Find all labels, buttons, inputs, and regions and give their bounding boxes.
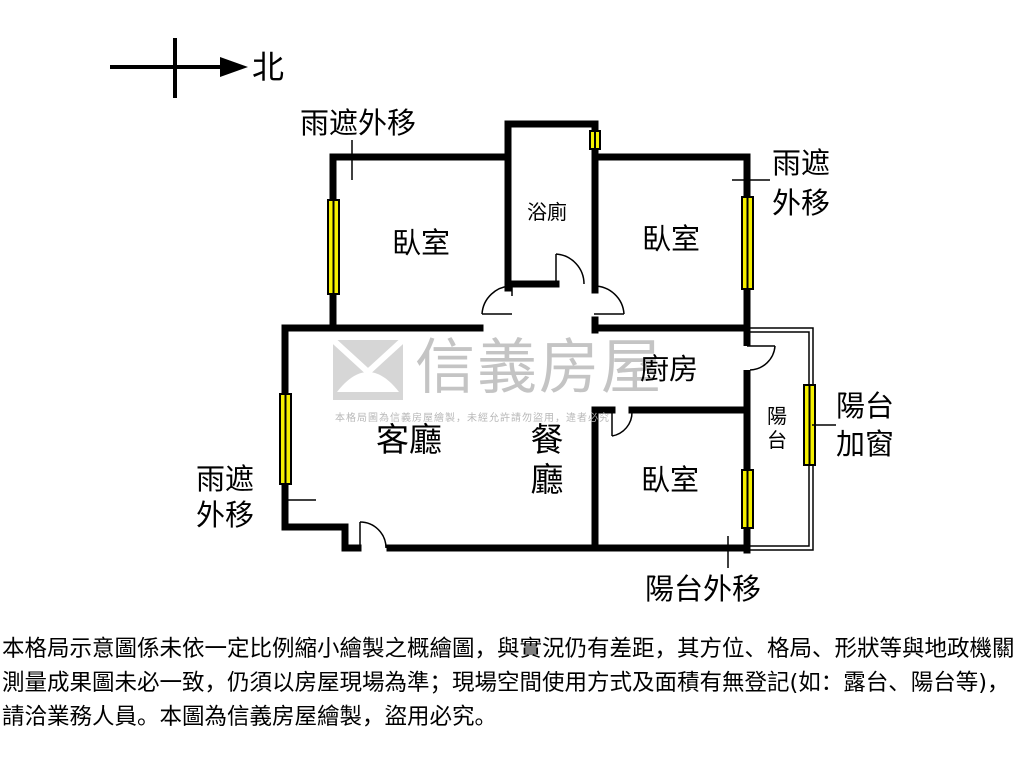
room-label-kitchen: 廚房 bbox=[640, 352, 699, 386]
kitchen-balcony-door-icon bbox=[747, 345, 776, 371]
bathroom-door-icon bbox=[555, 253, 585, 285]
brand-watermark: 信義房屋 bbox=[415, 333, 663, 403]
room-label-bedroom-northeast: 臥室 bbox=[642, 222, 701, 256]
window-living-room bbox=[279, 393, 292, 485]
annotation-canopy-relocated-top-right: 雨遮外移 bbox=[772, 146, 831, 220]
north-arrow-icon bbox=[110, 38, 248, 98]
watermark-notice: 本格局圖為信義房屋繪製，未經允許請勿盜用，違者必究 bbox=[335, 413, 610, 424]
window-ne-bedroom bbox=[741, 196, 754, 290]
brand-logo-watermark bbox=[330, 337, 406, 400]
room-label-bedroom-south: 臥室 bbox=[641, 463, 700, 497]
south-bedroom-door-icon bbox=[611, 410, 633, 437]
annotation-canopy-relocated-top-left: 雨遮外移 bbox=[300, 106, 417, 140]
annotation-canopy-relocated-left: 雨遮外移 bbox=[196, 462, 255, 532]
room-label-living-room: 客廳 bbox=[376, 420, 442, 459]
nw-bedroom-door-icon bbox=[481, 285, 513, 315]
floor-plan-drawing bbox=[110, 38, 836, 568]
room-label-bedroom-northwest: 臥室 bbox=[392, 226, 451, 260]
room-label-balcony: 陽台 bbox=[767, 404, 787, 452]
disclaimer-text: 本格局示意圖係未依一定比例縮小繪製之概繪圖，與實況仍有差距，其方位、格局、形狀等… bbox=[2, 636, 1015, 730]
annotation-balcony-relocated: 陽台外移 bbox=[645, 572, 762, 606]
doors bbox=[359, 253, 776, 549]
room-label-dining-room: 餐廳 bbox=[530, 420, 564, 499]
entrance-door-icon bbox=[359, 521, 387, 549]
window-bathroom bbox=[589, 130, 601, 150]
leader-lines bbox=[282, 140, 836, 568]
window-nw-bedroom bbox=[327, 199, 340, 295]
annotation-balcony-window-added: 陽台加窗 bbox=[836, 389, 895, 461]
north-label: 北 bbox=[252, 48, 285, 86]
room-label-bathroom: 浴廁 bbox=[527, 200, 567, 224]
ne-bedroom-door-icon bbox=[593, 285, 625, 315]
window-south-bedroom bbox=[741, 469, 754, 529]
